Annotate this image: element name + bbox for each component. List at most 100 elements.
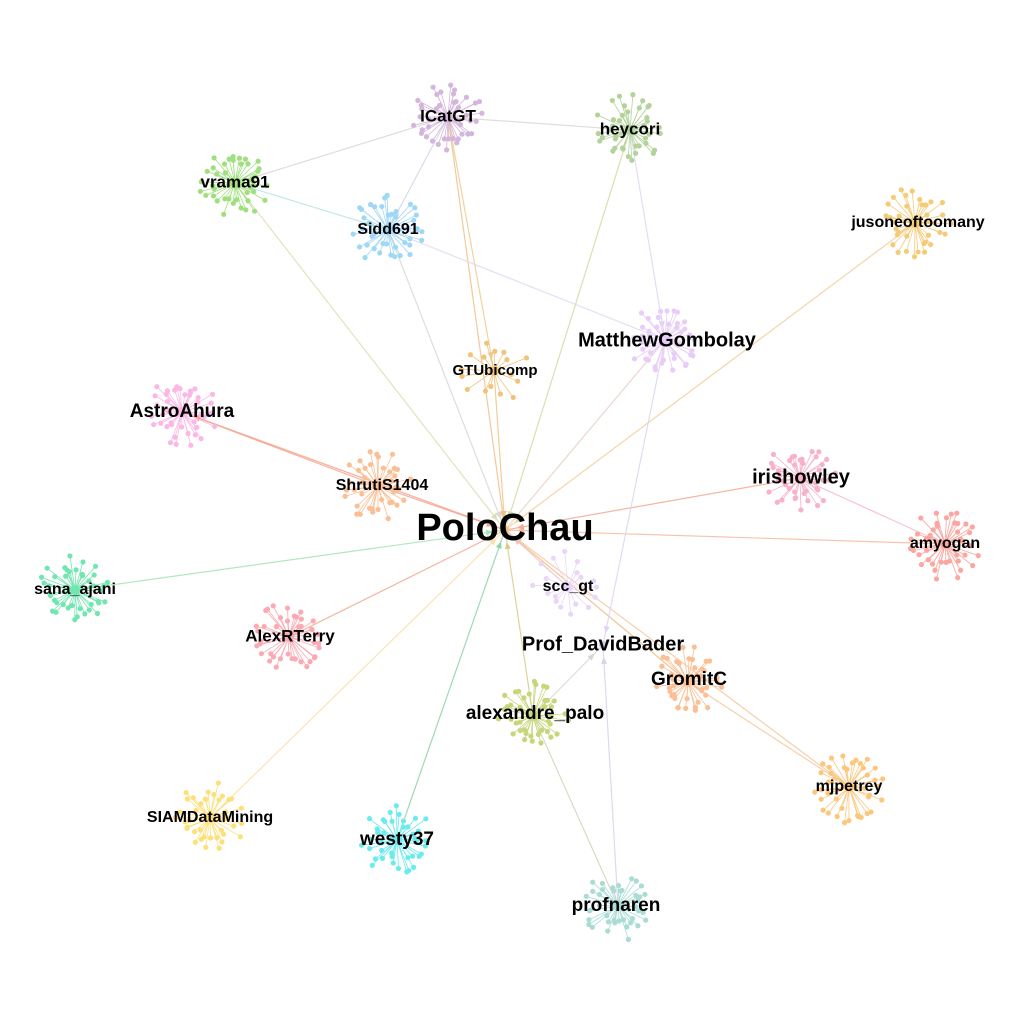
hub-node-profnaren	[613, 901, 623, 911]
cluster-leaf-node	[643, 917, 649, 923]
cluster-spoke	[387, 229, 422, 233]
edge-GTUbicomp-PoloChau	[493, 370, 506, 531]
cluster-westy37	[358, 803, 429, 875]
cluster-leaf-node	[254, 643, 260, 649]
cluster-leaf-node	[415, 97, 421, 104]
cluster-leaf-node	[172, 434, 178, 440]
cluster-leaf-node	[610, 123, 616, 129]
cluster-leaf-node	[562, 711, 568, 717]
cluster-leaf-node	[820, 477, 826, 483]
cluster-leaf-node	[604, 913, 610, 919]
node-label-vrama91: vrama91	[200, 172, 269, 191]
cluster-leaf-node	[377, 250, 383, 256]
cluster-leaf-node	[410, 122, 417, 128]
cluster-leaf-node	[218, 827, 225, 833]
cluster-leaf-node	[918, 515, 924, 521]
cluster-leaf-node	[960, 538, 966, 544]
cluster-leaf-node	[79, 573, 86, 579]
cluster-leaf-node	[676, 660, 682, 667]
cluster-spoke	[209, 817, 220, 849]
cluster-spoke	[205, 182, 236, 196]
cluster-spoke	[820, 772, 850, 788]
cluster-spoke	[209, 782, 219, 819]
cluster-leaf-node	[49, 608, 56, 614]
cluster-leaf-node	[104, 579, 111, 585]
cluster-leaf-node	[718, 684, 725, 690]
cluster-leaf-node	[660, 654, 666, 660]
cluster-spoke	[828, 786, 850, 814]
cluster-leaf-node	[394, 466, 401, 473]
cluster-leaf-node	[236, 155, 243, 161]
cluster-spoke	[799, 472, 836, 479]
cluster-leaf-node	[284, 618, 291, 624]
cluster-leaf-node	[400, 818, 407, 824]
cluster-leaf-node	[714, 677, 720, 683]
cluster-leaf-node	[187, 388, 193, 394]
cluster-leaf-node	[895, 249, 901, 255]
cluster-leaf-node	[379, 203, 385, 210]
edge-MatthewGombolay-PoloChau	[504, 339, 666, 531]
cluster-leaf-node	[182, 819, 188, 825]
cluster-leaf-node	[544, 684, 550, 690]
cluster-spoke	[256, 636, 290, 647]
cluster-leaf-node	[267, 658, 273, 664]
cluster-alexandre_palo	[495, 678, 572, 746]
cluster-leaf-node	[930, 527, 936, 533]
cluster-leaf-node	[896, 213, 902, 219]
cluster-spoke	[413, 116, 449, 126]
cluster-MatthewGombolay	[631, 308, 697, 373]
cluster-leaf-node	[405, 855, 411, 861]
cluster-leaf-node	[255, 628, 261, 634]
edge-MatthewGombolay-Prof_DavidBader	[602, 339, 666, 646]
cluster-leaf-node	[943, 559, 949, 565]
cluster-leaf-node	[620, 146, 626, 152]
cluster-leaf-node	[595, 130, 601, 137]
cluster-leaf-node	[222, 196, 228, 202]
cluster-leaf-node	[590, 888, 596, 894]
cluster-spoke	[629, 129, 633, 161]
cluster-leaf-node	[407, 476, 413, 482]
cluster-GTUbicomp	[458, 340, 530, 401]
cluster-leaf-node	[659, 663, 665, 669]
cluster-leaf-node	[160, 411, 166, 417]
cluster-leaf-node	[860, 765, 866, 771]
edge-SIAMDataMining-PoloChau	[209, 529, 506, 819]
cluster-leaf-node	[164, 398, 171, 405]
cluster-leaf-node	[928, 241, 934, 248]
cluster-leaf-node	[538, 740, 544, 746]
cluster-leaf-node	[523, 355, 530, 361]
cluster-leaf-node	[629, 157, 635, 163]
cluster-leaf-node	[463, 94, 470, 100]
cluster-leaf-node	[448, 82, 454, 88]
cluster-spoke	[617, 885, 642, 907]
cluster-leaf-node	[392, 473, 398, 479]
cluster-leaf-node	[798, 507, 804, 513]
cluster-leaf-node	[954, 552, 960, 558]
cluster-leaf-node	[44, 565, 50, 571]
cluster-leaf-node	[820, 761, 826, 767]
cluster-leaf-node	[367, 449, 373, 455]
edges-layer	[74, 116, 946, 907]
cluster-leaf-node	[671, 350, 678, 357]
cluster-leaf-node	[948, 511, 954, 517]
cluster-leaf-node	[701, 668, 707, 674]
cluster-leaf-node	[914, 531, 921, 537]
cluster-leaf-node	[359, 480, 365, 486]
cluster-leaf-node	[412, 836, 418, 842]
cluster-spoke	[532, 715, 558, 735]
edge-arrow-SIAMDataMining-PoloChau	[489, 538, 497, 546]
cluster-spoke	[661, 665, 689, 683]
cluster-leaf-node	[375, 454, 381, 460]
cluster-leaf-node	[643, 356, 649, 362]
hub-node-GTUbicomp	[489, 366, 499, 376]
cluster-leaf-node	[379, 847, 385, 854]
cluster-leaf-node	[400, 824, 406, 830]
cluster-leaf-node	[631, 356, 638, 362]
cluster-spoke	[153, 411, 183, 425]
cluster-spoke	[493, 357, 527, 372]
cluster-leaf-node	[616, 93, 623, 99]
edge-ShrutiS1404-PoloChau	[377, 485, 506, 531]
cluster-leaf-node	[599, 134, 606, 140]
cluster-leaf-node	[310, 618, 316, 624]
